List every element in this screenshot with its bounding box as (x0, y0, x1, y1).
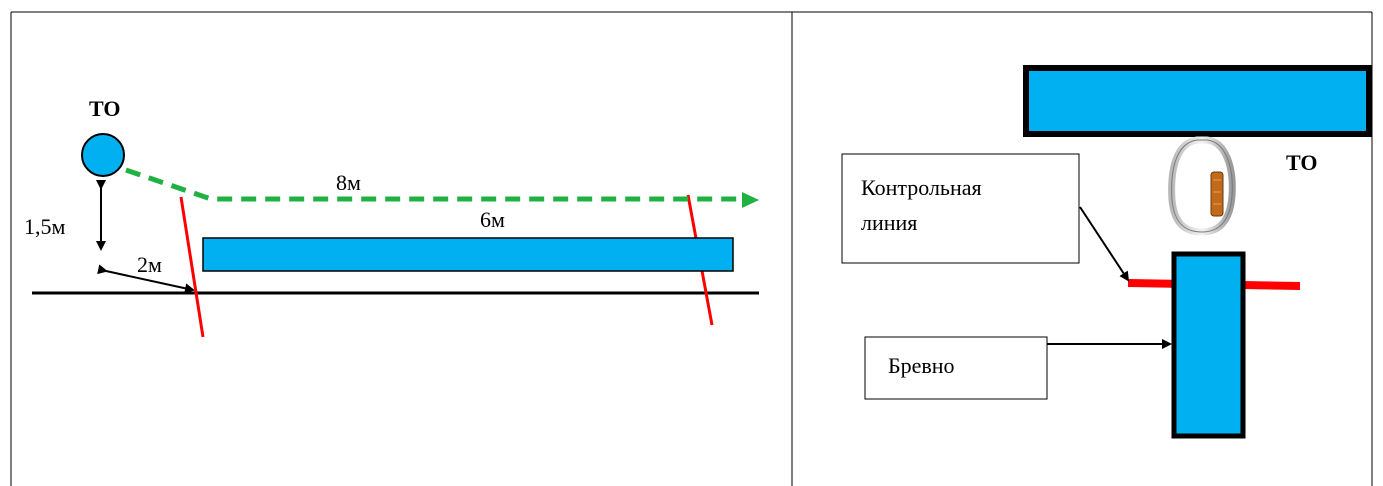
carabiner-icon (1168, 136, 1236, 236)
log-horizontal (202, 237, 734, 272)
right-panel: ТО Контрольная линия Бревно (841, 65, 1372, 439)
log-vertical (1171, 251, 1246, 439)
log-top (1023, 65, 1372, 137)
control-line-callout-line1: Контрольная (861, 175, 982, 200)
control-line-pointer (1079, 206, 1130, 282)
distance-label: 2м (137, 252, 162, 277)
log-length-label: 6м (480, 207, 505, 232)
control-line-start (179, 196, 205, 338)
to-circle (81, 133, 125, 177)
to-label-left: ТО (89, 96, 121, 121)
control-line-callout-line2: линия (861, 210, 917, 235)
travel-arrowhead (742, 192, 759, 208)
travel-label: 8м (336, 170, 361, 195)
travel-path (125, 167, 742, 202)
log-callout-label: Бревно (888, 353, 955, 378)
control-line-callout-box (841, 153, 1080, 264)
height-label: 1,5м (24, 214, 66, 239)
to-label-right: ТО (1286, 150, 1318, 175)
log-callout-box (864, 336, 1048, 400)
distance-arrow (97, 264, 195, 294)
left-panel: ТО 1,5м 2м 8м 6м (24, 96, 759, 338)
